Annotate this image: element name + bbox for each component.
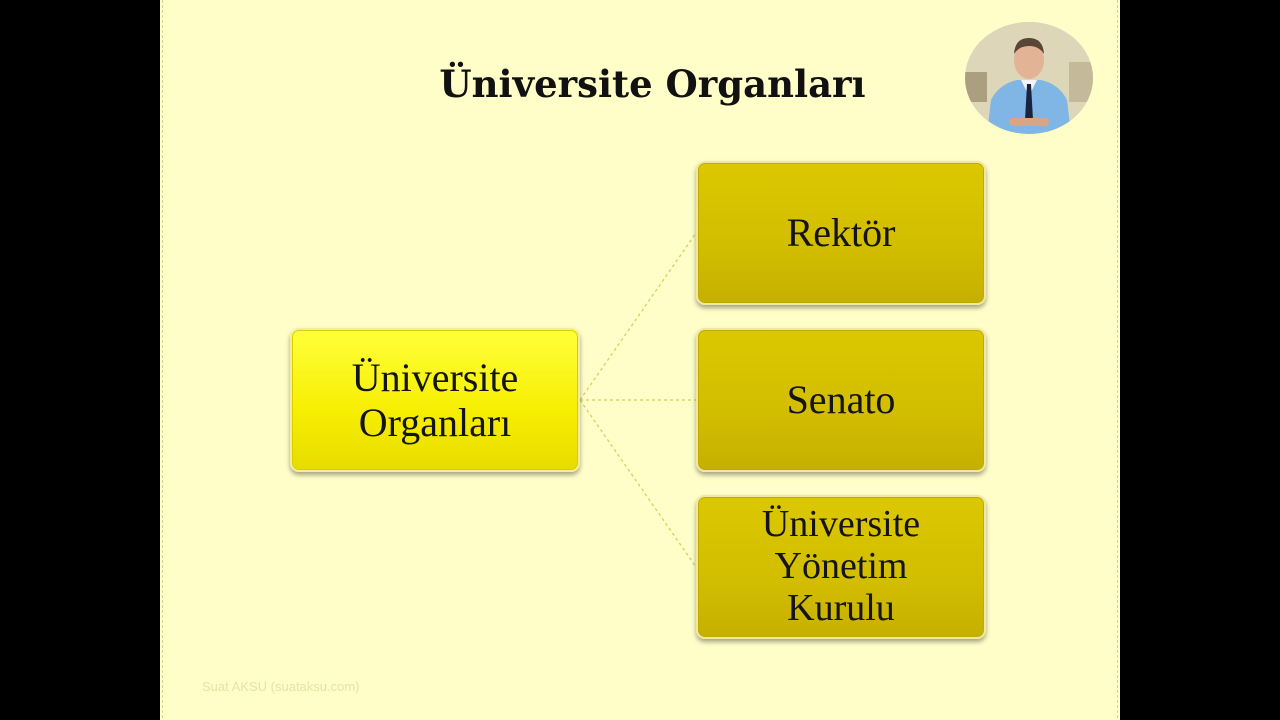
author-watermark: Suat AKSU (suataksu.com) — [202, 679, 360, 694]
presenter-video-icon — [965, 22, 1093, 134]
slide-title: Üniversite Organları — [439, 62, 866, 106]
presenter-silhouette-icon — [965, 22, 1093, 134]
connector-yonetim-kurulu — [579, 399, 697, 568]
presentation-slide: Üniversite Organları Üniversite Organlar… — [160, 0, 1120, 720]
diagram-node-rektor: Rektör — [696, 161, 986, 305]
connector-rektor — [579, 232, 697, 401]
diagram-root-node: Üniversite Organları — [290, 328, 580, 472]
diagram-node-senato: Senato — [696, 328, 986, 472]
diagram-node-yonetim-kurulu: Üniversite Yönetim Kurulu — [696, 495, 986, 639]
